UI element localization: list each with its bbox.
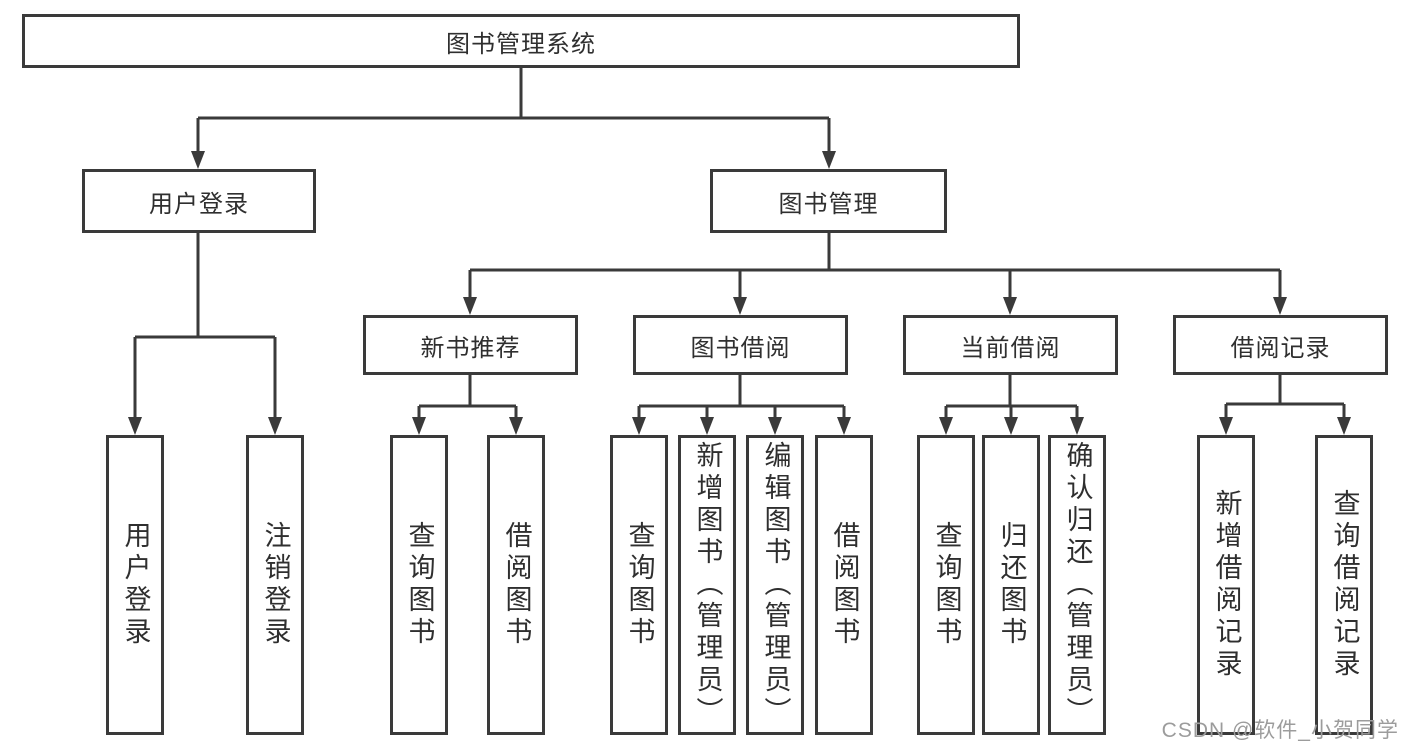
leaf-query-books-current-label: 查询图书 bbox=[931, 521, 962, 649]
leaf-edit-book-admin: 编辑图书（管理员） bbox=[746, 435, 804, 735]
leaf-borrow-books-label: 借阅图书 bbox=[829, 521, 860, 649]
node-root-label: 图书管理系统 bbox=[446, 30, 596, 58]
leaf-query-books-current: 查询图书 bbox=[917, 435, 975, 735]
leaf-query-books-recommend-label: 查询图书 bbox=[404, 521, 435, 649]
leaf-add-borrow-record-label: 新增借阅记录 bbox=[1211, 489, 1242, 681]
node-book-management: 图书管理 bbox=[710, 169, 947, 233]
leaf-confirm-return-admin-label: 确认归还（管理员） bbox=[1062, 441, 1093, 729]
leaf-add-book-admin-label: 新增图书（管理员） bbox=[692, 441, 723, 729]
node-new-book-recommend: 新书推荐 bbox=[363, 315, 578, 375]
leaf-query-borrow-record-label: 查询借阅记录 bbox=[1329, 489, 1360, 681]
node-root: 图书管理系统 bbox=[22, 14, 1020, 68]
leaf-edit-book-admin-label: 编辑图书（管理员） bbox=[760, 441, 791, 729]
node-current-borrow: 当前借阅 bbox=[903, 315, 1118, 375]
arrowheads bbox=[128, 151, 1351, 435]
node-current-borrow-label: 当前借阅 bbox=[960, 334, 1061, 362]
node-book-borrow: 图书借阅 bbox=[633, 315, 848, 375]
leaf-logout-label: 注销登录 bbox=[260, 521, 291, 649]
leaf-add-borrow-record: 新增借阅记录 bbox=[1197, 435, 1255, 735]
node-new-book-recommend-label: 新书推荐 bbox=[420, 334, 521, 362]
leaf-confirm-return-admin: 确认归还（管理员） bbox=[1048, 435, 1106, 735]
leaf-return-book: 归还图书 bbox=[982, 435, 1040, 735]
leaf-user-login-label: 用户登录 bbox=[120, 521, 151, 649]
leaf-logout: 注销登录 bbox=[246, 435, 304, 735]
node-borrow-records: 借阅记录 bbox=[1173, 315, 1388, 375]
leaf-return-book-label: 归还图书 bbox=[996, 521, 1027, 649]
leaf-query-books-borrow: 查询图书 bbox=[610, 435, 668, 735]
node-user-login-label: 用户登录 bbox=[149, 190, 249, 218]
watermark: CSDN @软件_小贺同学 bbox=[1161, 719, 1399, 742]
leaf-borrow-books-recommend: 借阅图书 bbox=[487, 435, 545, 735]
node-book-borrow-label: 图书借阅 bbox=[690, 334, 791, 362]
leaf-add-book-admin: 新增图书（管理员） bbox=[678, 435, 736, 735]
leaf-borrow-books-recommend-label: 借阅图书 bbox=[501, 521, 532, 649]
node-user-login: 用户登录 bbox=[82, 169, 316, 233]
leaf-user-login: 用户登录 bbox=[106, 435, 164, 735]
node-book-management-label: 图书管理 bbox=[778, 190, 879, 218]
leaf-borrow-books: 借阅图书 bbox=[815, 435, 873, 735]
leaf-query-books-borrow-label: 查询图书 bbox=[624, 521, 655, 649]
node-borrow-records-label: 借阅记录 bbox=[1230, 334, 1331, 362]
leaf-query-borrow-record: 查询借阅记录 bbox=[1315, 435, 1373, 735]
leaf-query-books-recommend: 查询图书 bbox=[390, 435, 448, 735]
